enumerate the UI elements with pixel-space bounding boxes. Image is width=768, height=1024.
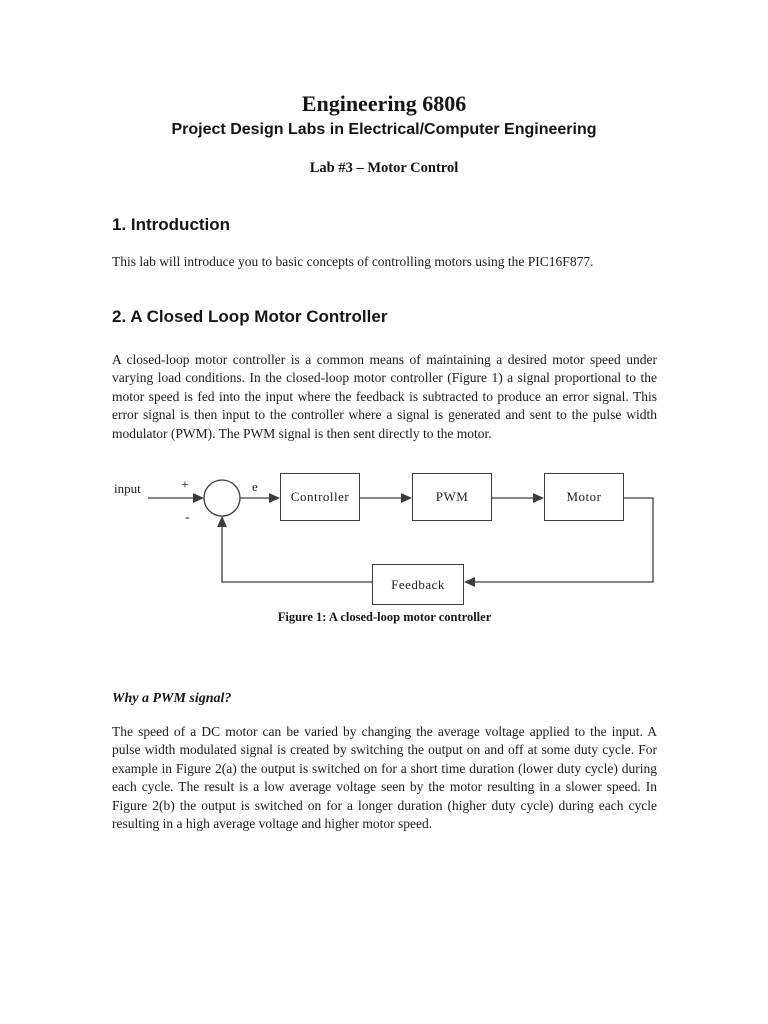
- section-heading-why-pwm: Why a PWM signal?: [112, 691, 232, 706]
- arrowhead-into-junction: [193, 493, 204, 503]
- figure1-caption: Figure 1: A closed-loop motor controller: [277, 610, 492, 624]
- summing-junction-circle: [203, 479, 241, 517]
- minus-sign-label: -: [185, 510, 190, 525]
- page-title: Engineering 6806: [301, 91, 467, 116]
- figure1-diagram: input + - e Controller PWM Motor Feedbac…: [0, 470, 768, 610]
- arrowhead-into-controller: [269, 493, 280, 503]
- paragraph-introduction: This lab will introduce you to basic con…: [112, 254, 594, 269]
- arrowhead-into-junction-bottom: [217, 516, 227, 527]
- feedback-block: Feedback: [372, 564, 464, 605]
- motor-feedback-line: [470, 497, 654, 583]
- controller-block: Controller: [280, 473, 360, 521]
- arrowhead-into-motor: [533, 493, 544, 503]
- paragraph-closed-loop: A closed-loop motor controller is a comm…: [112, 352, 657, 441]
- paragraph-why-pwm: The speed of a DC motor can be varied by…: [112, 724, 657, 832]
- feedback-return-line: [221, 522, 372, 583]
- plus-sign-label: +: [181, 478, 189, 493]
- error-signal-label: e: [252, 479, 258, 494]
- section-heading-introduction: 1. Introduction: [112, 215, 231, 234]
- figure1-connectors: [148, 479, 654, 587]
- pwm-block: PWM: [412, 473, 492, 521]
- motor-block: Motor: [544, 473, 624, 521]
- arrowhead-into-feedback: [464, 577, 475, 587]
- input-label: input: [114, 481, 141, 496]
- section-heading-closed-loop: 2. A Closed Loop Motor Controller: [112, 307, 388, 326]
- lab-title: Lab #3 – Motor Control: [309, 160, 459, 176]
- page-subtitle: Project Design Labs in Electrical/Comput…: [171, 121, 597, 138]
- arrowhead-into-pwm: [401, 493, 412, 503]
